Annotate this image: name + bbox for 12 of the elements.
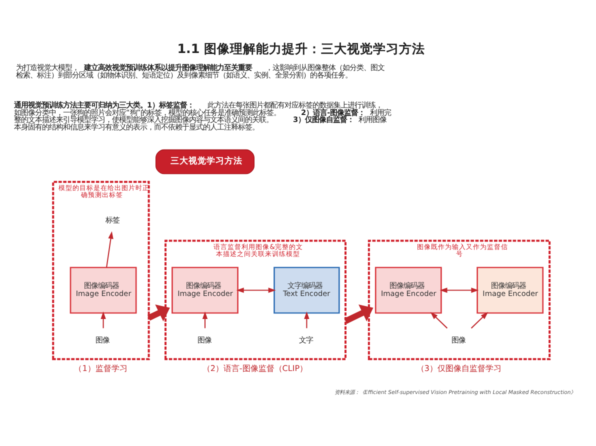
arrow xyxy=(344,304,374,324)
arrow xyxy=(430,312,448,329)
arrow xyxy=(106,231,114,268)
arrow xyxy=(100,312,106,328)
arrow xyxy=(470,312,488,329)
arrow xyxy=(236,288,276,293)
arrow xyxy=(304,312,310,328)
diagram-title: 1.1 图像理解能力提升：三大视觉学习方法 xyxy=(177,40,426,56)
arrow xyxy=(440,288,479,293)
arrow xyxy=(202,312,208,328)
arrow xyxy=(148,304,170,322)
node-box: 三大视觉学习方法 xyxy=(155,149,255,174)
